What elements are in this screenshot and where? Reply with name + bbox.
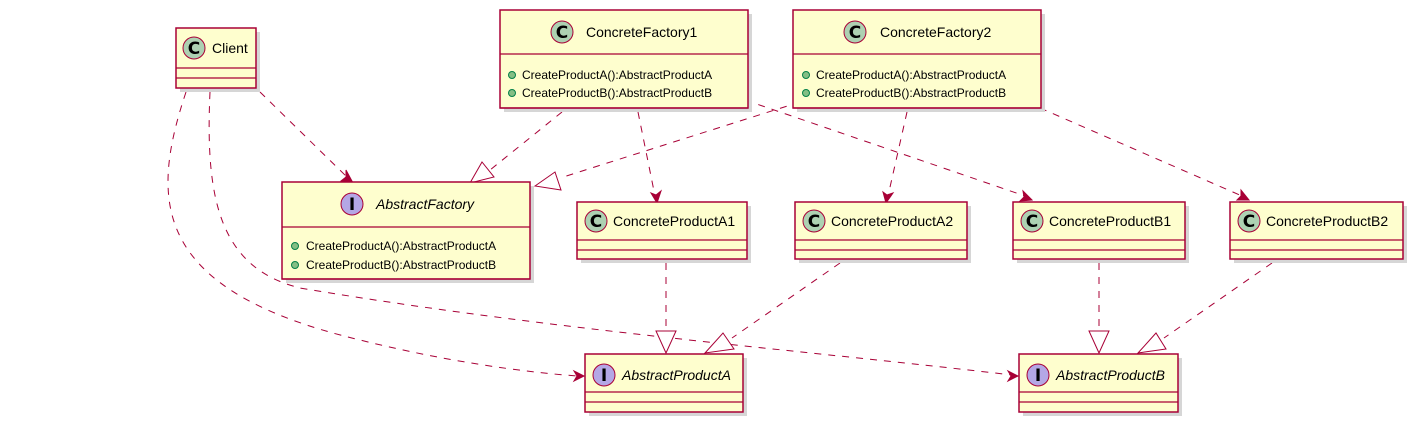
arrowhead-icon: [1235, 188, 1251, 201]
relations: [167, 91, 1273, 383]
interface-badge-icon: I: [1026, 363, 1050, 387]
class-concrete-product-b1[interactable]: C ConcreteProductB1: [1012, 201, 1189, 263]
arrowhead-icon: [649, 189, 663, 205]
class-concrete-product-a2[interactable]: C ConcreteProductA2: [794, 201, 971, 263]
class-badge-icon: C: [1237, 209, 1261, 233]
public-method-icon: [291, 261, 299, 269]
realization-triangle-icon: [468, 161, 495, 184]
class-name: Client: [212, 40, 248, 56]
dependency-factory2-productb2: [1039, 107, 1243, 197]
svg-text:I: I: [601, 366, 607, 386]
arrowhead-icon: [1006, 369, 1020, 383]
class-name: ConcreteFactory1: [586, 24, 697, 40]
realization-triangle-icon: [655, 330, 677, 355]
arrowhead-icon: [1018, 189, 1034, 202]
arrowhead-icon: [572, 369, 586, 383]
method-create-product-a: CreateProductA():AbstractProductA: [816, 68, 1006, 82]
svg-text:C: C: [556, 23, 568, 43]
class-badge-icon: C: [1020, 209, 1044, 233]
public-method-icon: [508, 89, 516, 97]
arrowhead-icon: [339, 169, 354, 184]
public-method-icon: [802, 89, 810, 97]
svg-text:C: C: [1026, 212, 1038, 232]
class-concrete-factory-2[interactable]: C ConcreteFactory2 CreateProductA():Abst…: [792, 9, 1045, 112]
realization-factory1-abstractfactory: [489, 111, 563, 171]
class-name: ConcreteProductA1: [613, 213, 735, 229]
class-concrete-product-b2[interactable]: C ConcreteProductB2: [1229, 201, 1407, 263]
dependency-client-abstractproductb: [208, 91, 1013, 376]
realization-triangle-icon: [533, 171, 562, 191]
dependency-client-abstractfactory: [259, 91, 349, 179]
realization-factory2-abstractfactory: [559, 101, 801, 179]
realization-producta2-abstractproducta: [731, 262, 841, 339]
interface-name: AbstractProductA: [621, 367, 731, 383]
svg-text:C: C: [590, 212, 602, 232]
svg-text:C: C: [808, 212, 820, 232]
public-method-icon: [802, 71, 810, 79]
method-create-product-b: CreateProductB():AbstractProductB: [816, 86, 1006, 100]
interface-abstract-factory[interactable]: I AbstractFactory CreateProductA():Abstr…: [281, 181, 534, 283]
svg-text:C: C: [1243, 212, 1255, 232]
class-badge-icon: C: [550, 20, 574, 44]
dependency-factory2-producta2: [887, 111, 908, 197]
dependency-factory1-producta1: [637, 111, 656, 197]
interface-badge-icon: I: [592, 363, 616, 387]
class-badge-icon: C: [584, 209, 608, 233]
class-name: ConcreteProductA2: [831, 213, 953, 229]
svg-text:I: I: [1035, 366, 1041, 386]
method-create-product-a: CreateProductA():AbstractProductA: [522, 68, 712, 82]
class-badge-icon: C: [843, 20, 867, 44]
class-name: ConcreteProductB1: [1049, 213, 1171, 229]
arrowhead-icon: [882, 190, 895, 205]
dependency-client-abstractproducta: [167, 91, 579, 377]
realization-triangle-icon: [1088, 330, 1110, 355]
realization-triangle-icon: [1136, 332, 1167, 354]
class-concrete-product-a1[interactable]: C ConcreteProductA1: [576, 201, 751, 263]
class-name: ConcreteFactory2: [880, 24, 991, 40]
svg-text:I: I: [349, 195, 355, 215]
interface-abstract-product-b[interactable]: I AbstractProductB: [1018, 353, 1182, 416]
method-create-product-a: CreateProductA():AbstractProductA: [306, 239, 496, 253]
interface-abstract-product-a[interactable]: I AbstractProductA: [584, 353, 747, 416]
dependency-factory1-productb1: [744, 99, 1026, 197]
interface-name: AbstractFactory: [375, 196, 475, 212]
public-method-icon: [291, 242, 299, 250]
realization-triangle-icon: [703, 332, 735, 354]
method-create-product-b: CreateProductB():AbstractProductB: [306, 258, 496, 272]
class-concrete-factory-1[interactable]: C ConcreteFactory1 CreateProductA():Abst…: [499, 9, 752, 112]
realization-productb2-abstractproductb: [1163, 262, 1273, 339]
interface-name: AbstractProductB: [1055, 367, 1165, 383]
class-client[interactable]: C Client: [175, 27, 260, 92]
svg-text:C: C: [849, 23, 861, 43]
class-badge-icon: C: [182, 36, 206, 60]
public-method-icon: [508, 71, 516, 79]
method-create-product-b: CreateProductB():AbstractProductB: [522, 86, 712, 100]
svg-text:C: C: [188, 39, 200, 59]
class-name: ConcreteProductB2: [1266, 213, 1388, 229]
interface-badge-icon: I: [340, 192, 364, 216]
class-badge-icon: C: [802, 209, 826, 233]
